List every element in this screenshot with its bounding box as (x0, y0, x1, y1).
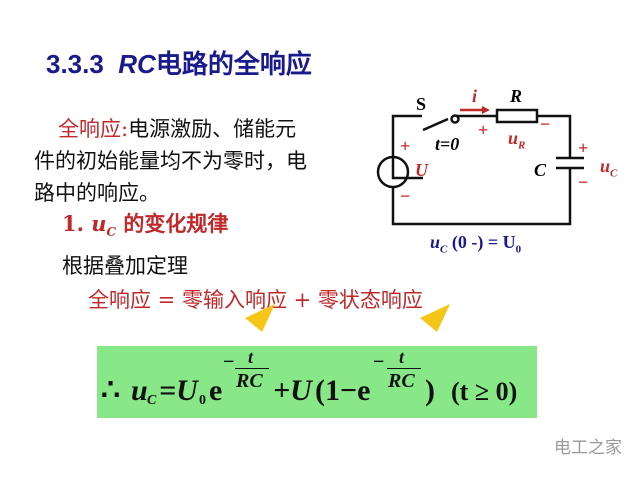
close-paren: ) (425, 374, 435, 407)
initial-condition: uC (0 -) = U0 (430, 232, 522, 256)
ur-minus: − (540, 114, 551, 134)
u0-subscript: 0 (199, 393, 206, 408)
watermark: 电工之家 (554, 438, 622, 458)
uc-subscript: C (147, 393, 157, 408)
switch (422, 117, 449, 132)
capacitor-label: C (534, 160, 547, 180)
equals-u0: =U (159, 374, 198, 407)
definition-line1: 全响应:电源激励、储能元 (58, 117, 297, 141)
exp-denominator-2: RC (388, 370, 415, 392)
switch-label: S (416, 94, 427, 114)
condition: (t ≥ 0) (451, 377, 518, 406)
fraction-bar-2 (387, 368, 421, 369)
ur-plus: + (478, 120, 489, 140)
plus-u: +U (273, 374, 312, 407)
exp-base-1: e (209, 374, 223, 407)
arrow-left (245, 304, 275, 332)
open-paren-term: (1−e (315, 374, 371, 407)
resistor-label: R (510, 86, 523, 106)
full-response-formula: ∴ u C =U 0 e − t RC +U (1−e − t RC ) (t … (97, 346, 537, 418)
voltage-source (376, 155, 410, 189)
definition-line3: 路中的响应。 (34, 181, 160, 205)
fraction-bar-1 (235, 368, 269, 369)
uc-plus: + (578, 138, 589, 158)
subheading: 1. uC 的变化规律 (62, 211, 229, 240)
source-plus: + (400, 136, 411, 156)
exp-numerator-2: t (399, 347, 405, 367)
definition-line2: 件的初始能量均不为零时，电 (34, 149, 307, 173)
exp-minus-1: − (223, 351, 235, 373)
superposition-equation: 全响应 = 零输入响应 + 零状态响应 (88, 288, 423, 312)
therefore-symbol: ∴ (101, 374, 121, 407)
uc-label: uC (600, 156, 618, 180)
uc-symbol: u (131, 374, 148, 407)
theorem: 根据叠加定理 (62, 254, 188, 278)
current-label: i (472, 86, 478, 106)
exp-denominator-1: RC (236, 370, 263, 392)
slide-title: 3.3.3 RC电路的全响应 (46, 49, 312, 79)
switch-time: t=0 (435, 134, 460, 154)
uc-minus: − (578, 172, 589, 192)
source-label: U (415, 160, 428, 180)
arrow-right (420, 304, 450, 332)
ur-label: uR (508, 128, 526, 152)
source-minus: − (400, 186, 411, 206)
exp-numerator-1: t (248, 347, 254, 367)
resistor (495, 108, 539, 124)
exp-minus-2: − (373, 351, 385, 373)
